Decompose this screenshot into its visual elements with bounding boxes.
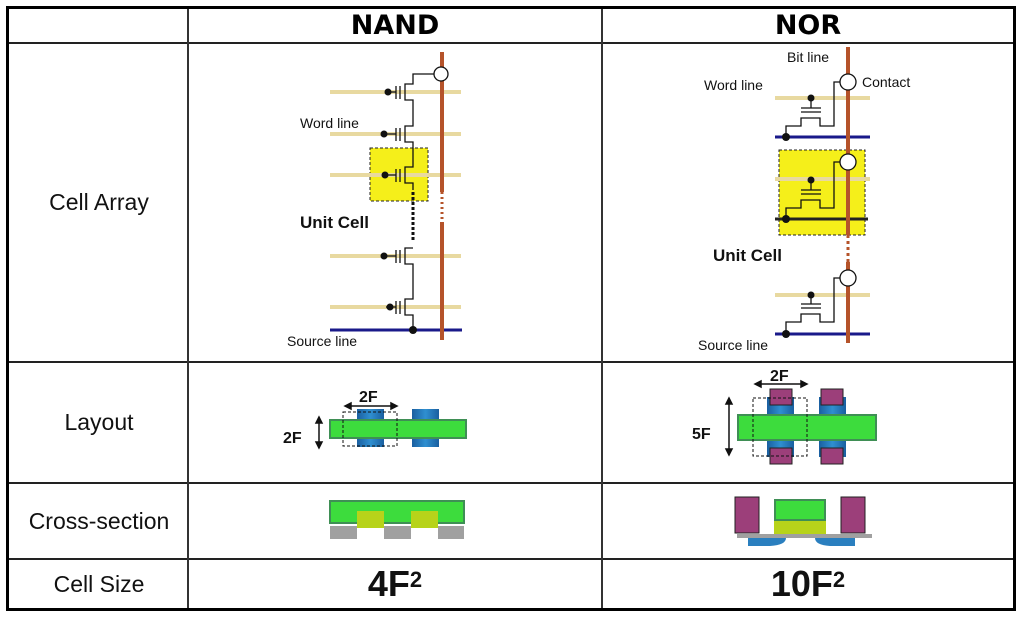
nand-height-label: 2F [283, 430, 302, 447]
nor-gates [801, 98, 821, 309]
nor-bit-line-label: Bit line [787, 49, 829, 65]
nor-cell-size-base: 10F [770, 563, 833, 604]
nor-contact-label: Contact [862, 74, 910, 90]
nand-unit-cell-label: Unit Cell [300, 213, 369, 232]
nand-dim-arrows [314, 401, 399, 450]
nor-height-label: 5F [692, 426, 711, 443]
nor-width-label: 2F [770, 368, 789, 385]
nor-contact-left [734, 496, 760, 534]
nor-word-lines [775, 96, 870, 297]
col-divider-2 [601, 9, 603, 608]
nor-cell-size-exponent: 2 [832, 567, 846, 592]
nand-string [404, 73, 441, 330]
nor-word-line-label: Word line [704, 77, 763, 93]
nand-contact-icon [433, 66, 449, 82]
nor-substrate [737, 534, 872, 538]
nand-gate-dots [380, 88, 417, 334]
nand-floating-gate [411, 511, 438, 528]
nand-cell-size-base: 4F [367, 563, 410, 604]
row-label-cell-size: Cell Size [53, 570, 145, 597]
nand-active-area [329, 419, 467, 439]
row-label-cross-section: Cross-section [28, 507, 170, 534]
nand-width-label: 2F [359, 389, 378, 406]
nor-dots [782, 94, 815, 338]
nor-contact-icon [839, 153, 857, 171]
nor-contacts-layout [769, 388, 844, 465]
nor-unit-cell-outline [752, 397, 808, 457]
col-divider-1 [187, 9, 189, 608]
nand-word-line-label: Word line [300, 115, 359, 131]
nor-header: NOR [774, 10, 842, 41]
nor-control-gate [774, 499, 826, 521]
row-label-cell-array: Cell Array [49, 189, 149, 215]
nor-contacts [839, 73, 857, 287]
nand-header: NAND [350, 10, 440, 41]
nand-floating-gate [357, 511, 384, 528]
row-label-layout: Layout [64, 409, 134, 435]
nor-contact-icon [839, 73, 857, 91]
nor-drain-diffusion [815, 538, 855, 546]
row-divider-1 [9, 361, 1013, 363]
nand-unit-cell-outline [342, 411, 398, 447]
nand-source-line-label: Source line [287, 333, 357, 349]
row-divider-2 [9, 482, 1013, 484]
nand-cell-size-exponent: 2 [409, 567, 423, 592]
header-divider [9, 42, 1013, 44]
nor-dim-arrows [724, 379, 809, 457]
nor-cell-wires [785, 81, 840, 334]
nor-unit-cell-label: Unit Cell [713, 246, 782, 265]
nand-substrate [330, 526, 464, 539]
row-divider-3 [9, 558, 1013, 560]
nor-source-lines [775, 135, 870, 336]
nor-source-diffusion [748, 538, 786, 546]
comparison-table: NAND NOR Cell Array Layout Cross-section… [6, 6, 1016, 611]
nor-source-line-label: Source line [698, 337, 768, 353]
nor-poly [774, 520, 826, 534]
nor-contact-right [840, 496, 866, 534]
nor-contact-icon [839, 269, 857, 287]
